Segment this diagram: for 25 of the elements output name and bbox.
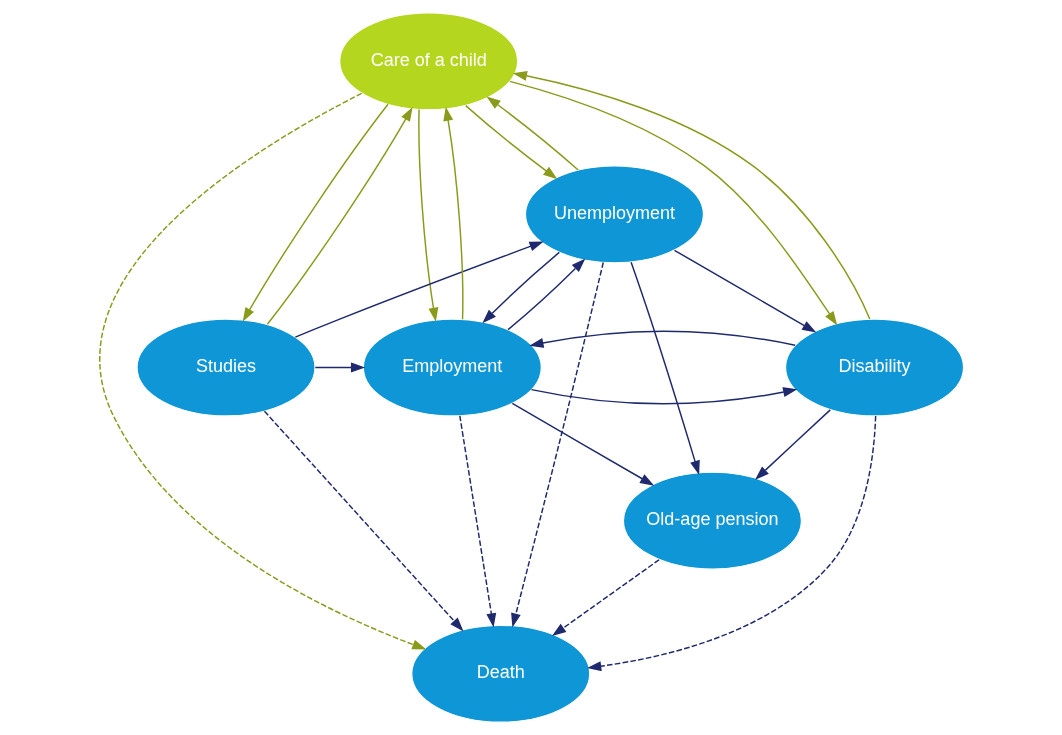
arrow — [629, 261, 700, 475]
arrow — [586, 415, 876, 672]
arrow — [511, 402, 654, 486]
arrow — [263, 410, 464, 632]
arrow — [506, 258, 585, 331]
arrow — [481, 251, 560, 324]
arrow — [99, 92, 426, 650]
arrow — [417, 108, 438, 322]
arrow — [266, 106, 413, 326]
arrow — [754, 409, 831, 480]
arrow — [442, 106, 464, 321]
arrow — [510, 261, 604, 628]
arrow — [551, 559, 660, 637]
arrow — [673, 249, 816, 333]
node-ellipse: Studies — [136, 318, 316, 417]
arrow — [294, 241, 544, 338]
arrow — [512, 71, 871, 320]
arrow — [314, 362, 365, 373]
arrow — [508, 80, 837, 326]
arrow — [485, 96, 579, 171]
arrow — [464, 104, 557, 180]
arrow — [530, 387, 797, 405]
arrow — [528, 330, 796, 348]
arrow — [458, 415, 496, 628]
arrow — [242, 103, 389, 322]
